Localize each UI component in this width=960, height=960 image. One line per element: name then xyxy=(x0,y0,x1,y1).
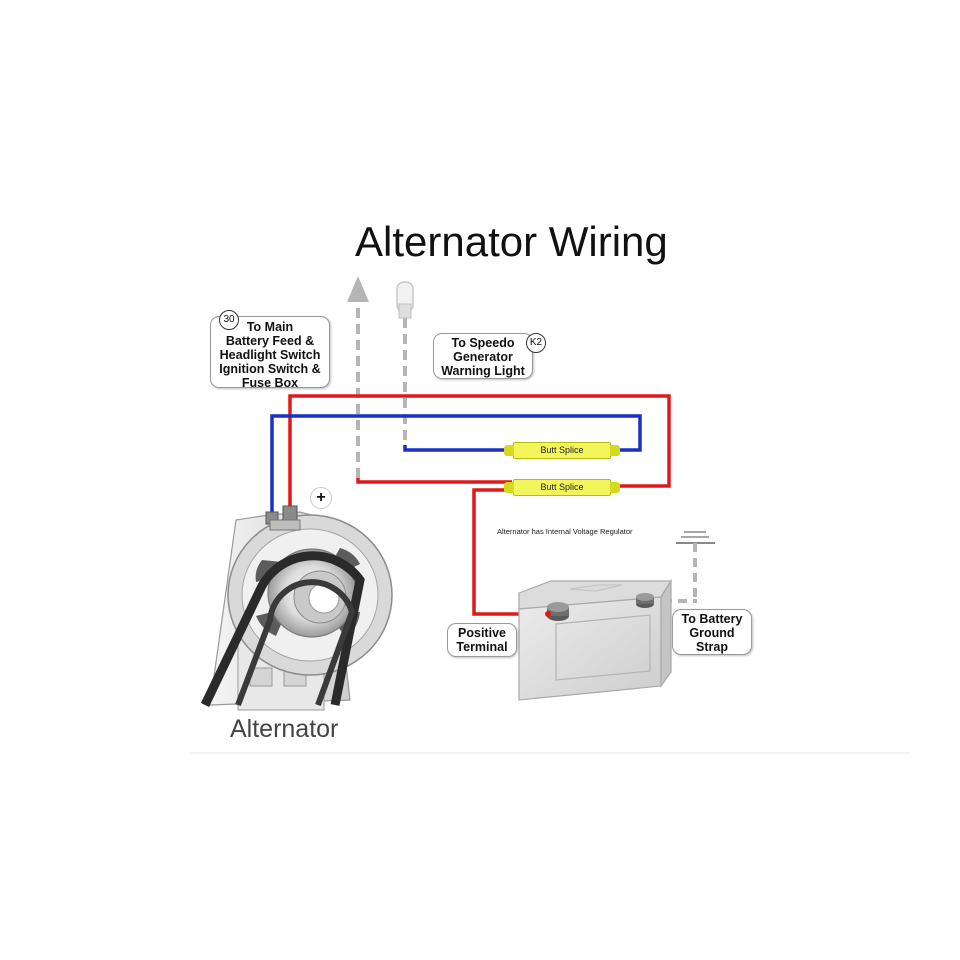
main-feed-line-2: Battery Feed & xyxy=(225,334,315,348)
alternator-terminals xyxy=(265,505,301,531)
main-feed-line-5: Fuse Box xyxy=(241,376,299,390)
warning-light-lead xyxy=(396,281,414,445)
battery xyxy=(518,578,673,701)
main-feed-line-4: Ignition Switch & xyxy=(219,362,321,376)
alternator-label: Alternator xyxy=(230,715,339,743)
negative-terminal-post xyxy=(636,593,654,608)
positive-terminal-post xyxy=(547,602,569,621)
feed-wire xyxy=(356,478,512,484)
main-feed-lead xyxy=(347,276,369,478)
butt-splice-bottom: Butt Splice xyxy=(504,479,620,496)
speedo-label: To Speedo Generator Warning Light xyxy=(433,333,533,379)
page-title: Alternator Wiring xyxy=(355,218,668,265)
battery-positive-wire xyxy=(472,488,548,616)
drive-belt xyxy=(200,551,365,707)
positive-terminal-label: Positive Terminal xyxy=(447,623,517,657)
main-feed-line-1: To Main xyxy=(246,320,294,334)
signal-wire xyxy=(270,414,642,512)
speedo-line-3: Warning Light xyxy=(441,364,525,378)
positive-terminal-line-1: Positive xyxy=(458,626,506,640)
ground-strap-line-1: To Battery xyxy=(681,612,743,626)
alternator xyxy=(200,505,393,711)
signal-wire-lead xyxy=(403,445,512,452)
butt-splice-top: Butt Splice xyxy=(504,442,620,459)
speedo-line-1: To Speedo xyxy=(451,336,515,350)
speedo-badge: K2 xyxy=(526,333,546,353)
main-feed-badge: 30 xyxy=(219,310,239,330)
regulator-note: Alternator has Internal Voltage Regulato… xyxy=(497,527,633,536)
positive-wire xyxy=(288,394,671,512)
ground-strap-line-2: Ground xyxy=(689,626,735,640)
main-feed-line-3: Headlight Switch xyxy=(219,348,321,362)
positive-terminal-line-2: Terminal xyxy=(456,640,508,654)
speedo-line-2: Generator xyxy=(453,350,513,364)
ground-strap-line-3: Strap xyxy=(696,640,728,654)
ground-strap-label: To Battery Ground Strap xyxy=(672,609,752,655)
positive-sign: + xyxy=(310,487,332,509)
